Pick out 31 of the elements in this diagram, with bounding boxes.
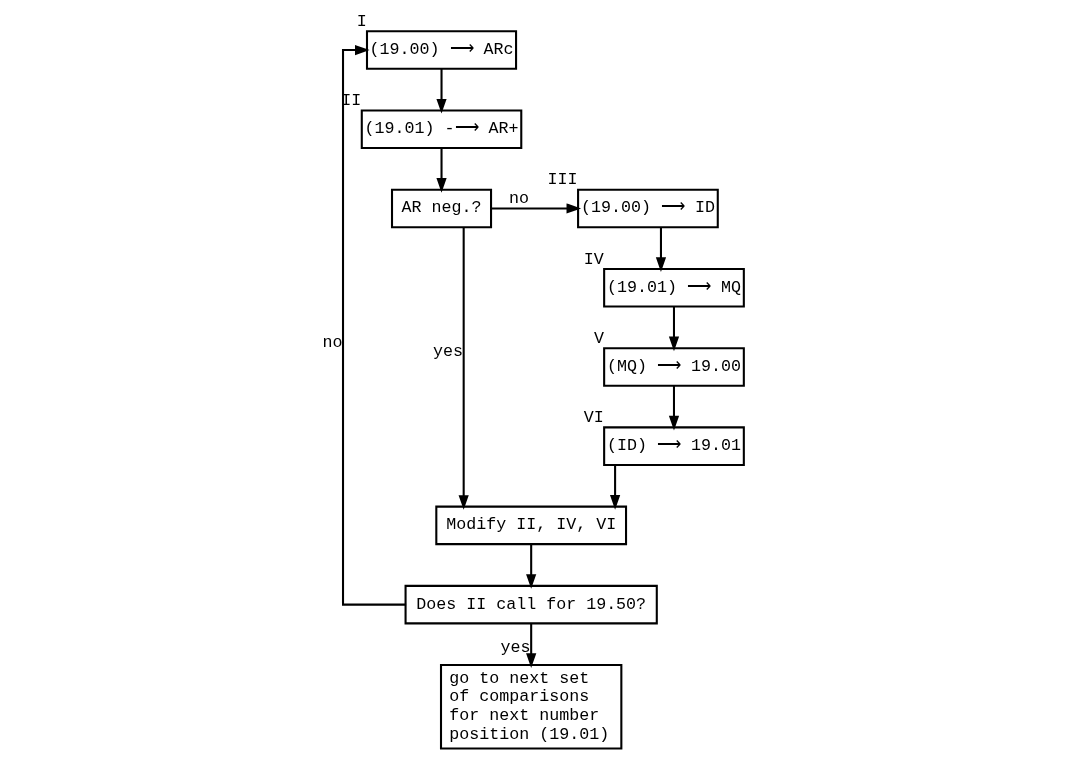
node-label: VI <box>583 407 604 427</box>
arrow <box>668 306 679 352</box>
node-box: (19.00) ⟶ ID <box>576 188 719 229</box>
arrow <box>435 68 447 114</box>
arrow <box>341 44 406 606</box>
arrow <box>525 623 536 668</box>
node-box: go to next set of comparisons for next number position (19.01) <box>439 664 622 750</box>
arrow <box>609 464 620 510</box>
edge-label: no <box>508 189 529 209</box>
arrow <box>668 385 679 431</box>
node-box: Does II call for 19.50? <box>404 584 658 625</box>
node-label: IV <box>583 249 604 269</box>
node-box: (19.01) ⟶ MQ <box>602 267 745 308</box>
arrow <box>458 227 469 510</box>
node-label: III <box>546 170 577 190</box>
edge-label: no <box>322 332 343 352</box>
node-box: AR neg.? <box>390 188 492 229</box>
node-box: Modify II, IV, VI <box>434 505 627 546</box>
edge-label: yes <box>432 342 463 362</box>
node-box: (MQ) ⟶ 19.00 <box>602 347 745 387</box>
node-box: (ID) ⟶ 19.01 <box>602 426 745 466</box>
arrow <box>525 544 536 589</box>
edge-label: yes <box>500 638 531 658</box>
node-box: (19.00) ⟶ ARc <box>365 30 517 70</box>
arrow <box>655 227 666 272</box>
node-label: V <box>593 328 604 348</box>
node-label: I <box>356 11 367 31</box>
node-label: II <box>340 91 361 111</box>
node-box: (19.01) -⟶ AR+ <box>360 109 522 150</box>
arrow <box>435 148 447 193</box>
arrow <box>490 203 581 214</box>
